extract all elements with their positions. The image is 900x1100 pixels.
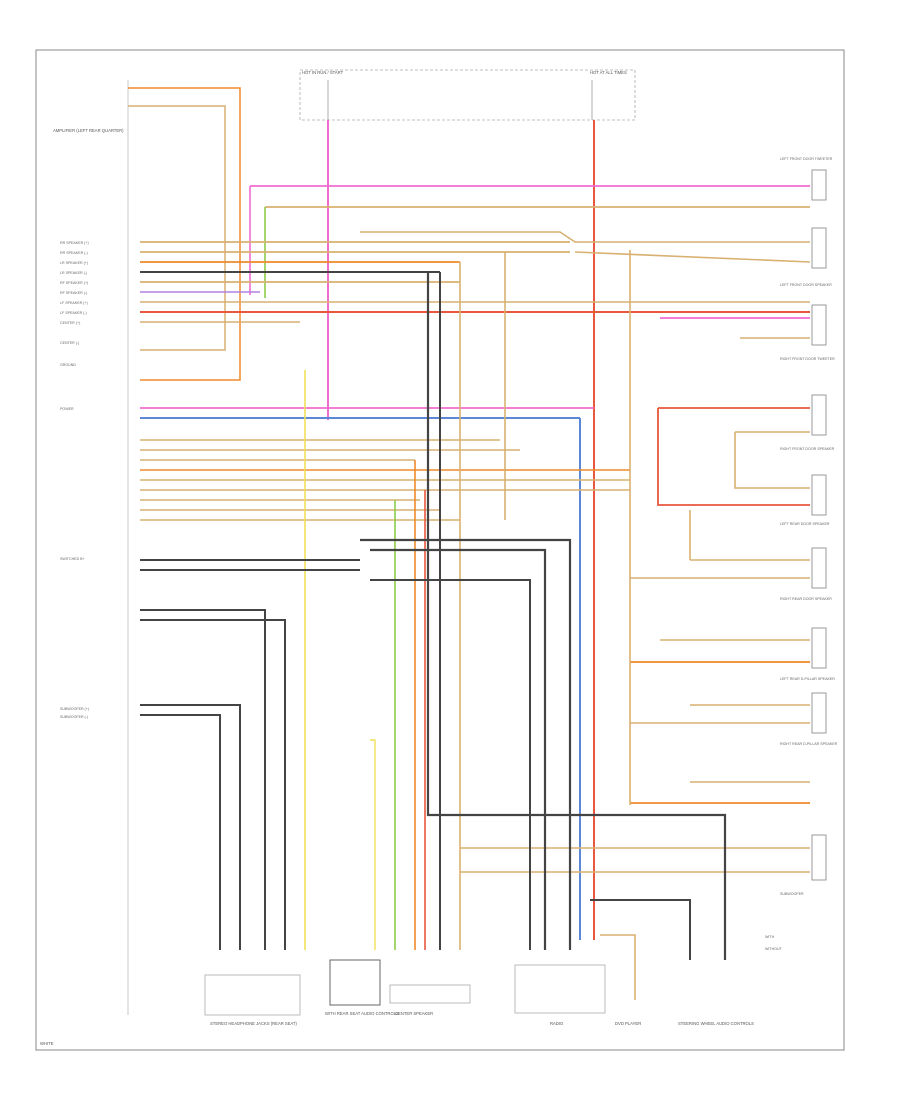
corner-note: WHITE: [40, 1041, 54, 1046]
pin-label: RR SPEAKER (-): [60, 251, 88, 255]
speaker-connector: [811, 474, 827, 516]
wire-tan-converge: [360, 231, 810, 243]
speaker-connector: [811, 304, 827, 346]
legend-with: WITH: [765, 935, 775, 939]
diagram-frame: [35, 49, 845, 1051]
pin-label: LF SPEAKER (-): [60, 311, 87, 315]
pin-label: RF SPEAKER (+): [60, 281, 88, 285]
wire-tan-right: [734, 432, 810, 489]
pin-label: SUBWOOFER (+): [60, 707, 89, 711]
pin-label: GROUND: [60, 363, 76, 367]
center-speaker-connector: [389, 984, 471, 1004]
speaker-connector: [811, 834, 827, 881]
speaker-label: LEFT FRONT DOOR SPEAKER: [780, 283, 832, 287]
module-name: AMPLIFIER (LEFT REAR QUARTER): [53, 128, 124, 133]
wire-tan-right: [574, 251, 811, 263]
right-speakers: LEFT FRONT DOOR TWEETER LEFT FRONT DOOR …: [780, 157, 838, 896]
speaker-label: RIGHT FRONT DOOR SPEAKER: [780, 447, 835, 451]
component-label-rear-controls: WITH REAR SEAT AUDIO CONTROLS: [325, 1011, 399, 1016]
pin-label: RF SPEAKER (-): [60, 291, 87, 295]
left-pin-labels: RR SPEAKER (+) RR SPEAKER (-) LR SPEAKER…: [60, 241, 89, 719]
component-label-headphone: STEREO HEADPHONE JACKS (REAR SEAT): [210, 1021, 298, 1026]
wire-gray-bundle: [370, 579, 531, 950]
pin-label: LR SPEAKER (+): [60, 261, 88, 265]
fuse-label-right: HOT AT ALL TIMES: [590, 70, 627, 75]
pin-label: RR SPEAKER (+): [60, 241, 89, 245]
wire-red-right: [657, 408, 810, 506]
speaker-label: SUBWOOFER: [780, 892, 804, 896]
speaker-connector: [811, 169, 827, 201]
speaker-label: RIGHT REAR DOOR SPEAKER: [780, 597, 832, 601]
headphone-jack-connector: [204, 974, 301, 1016]
pin-label: SUBWOOFER (-): [60, 715, 88, 719]
pin-label: LR SPEAKER (-): [60, 271, 87, 275]
component-label-steering: STEERING WHEEL AUDIO CONTROLS: [678, 1021, 754, 1026]
component-label-dvd: DVD PLAYER: [615, 1021, 641, 1026]
wire-gray-steering: [590, 899, 691, 960]
speaker-label: LEFT FRONT DOOR TWEETER: [780, 157, 833, 161]
wire-gray-bundle: [370, 548, 547, 950]
pin-label: POWER: [60, 407, 74, 411]
rear-seat-audio-connector: [329, 959, 381, 1006]
speaker-connector: [811, 227, 827, 269]
wire-tan-dvd: [600, 934, 636, 1000]
wire-orange-top: [128, 87, 241, 381]
fuse-box: [299, 69, 636, 121]
wire-gray-headphone: [140, 619, 286, 950]
wire-gray-steering: [426, 272, 727, 960]
speaker-connector: [811, 394, 827, 436]
component-label-center-speaker: CENTER SPEAKER: [395, 1011, 433, 1016]
pin-label: LF SPEAKER (+): [60, 301, 88, 305]
wire-gray-sub: [140, 704, 241, 950]
speaker-connector: [811, 627, 827, 669]
fuse-label-left: HOT IN RUN / START: [302, 70, 344, 75]
component-label-radio: RADIO: [550, 1021, 564, 1026]
speaker-connector: [811, 692, 827, 734]
legend-without: WITHOUT: [765, 947, 783, 951]
speaker-label: RIGHT REAR D-PILLAR SPEAKER: [780, 742, 838, 746]
wire-gray-bundle: [360, 538, 572, 950]
wire-tan-top: [128, 105, 226, 351]
pin-label: SWITCHED B+: [60, 557, 85, 561]
speaker-connector: [811, 547, 827, 589]
speaker-label: LEFT REAR D-PILLAR SPEAKER: [780, 677, 835, 681]
speaker-label: RIGHT FRONT DOOR TWEETER: [780, 357, 835, 361]
speaker-label: LEFT REAR DOOR SPEAKER: [780, 522, 830, 526]
wire-gray-sub: [140, 714, 221, 950]
pin-label: CENTER (-): [60, 341, 79, 345]
wire-yellow-dvd: [370, 739, 376, 950]
radio-connector: [514, 964, 606, 1014]
pin-label: CENTER (+): [60, 321, 80, 325]
wire-gray-headphone: [140, 609, 266, 950]
